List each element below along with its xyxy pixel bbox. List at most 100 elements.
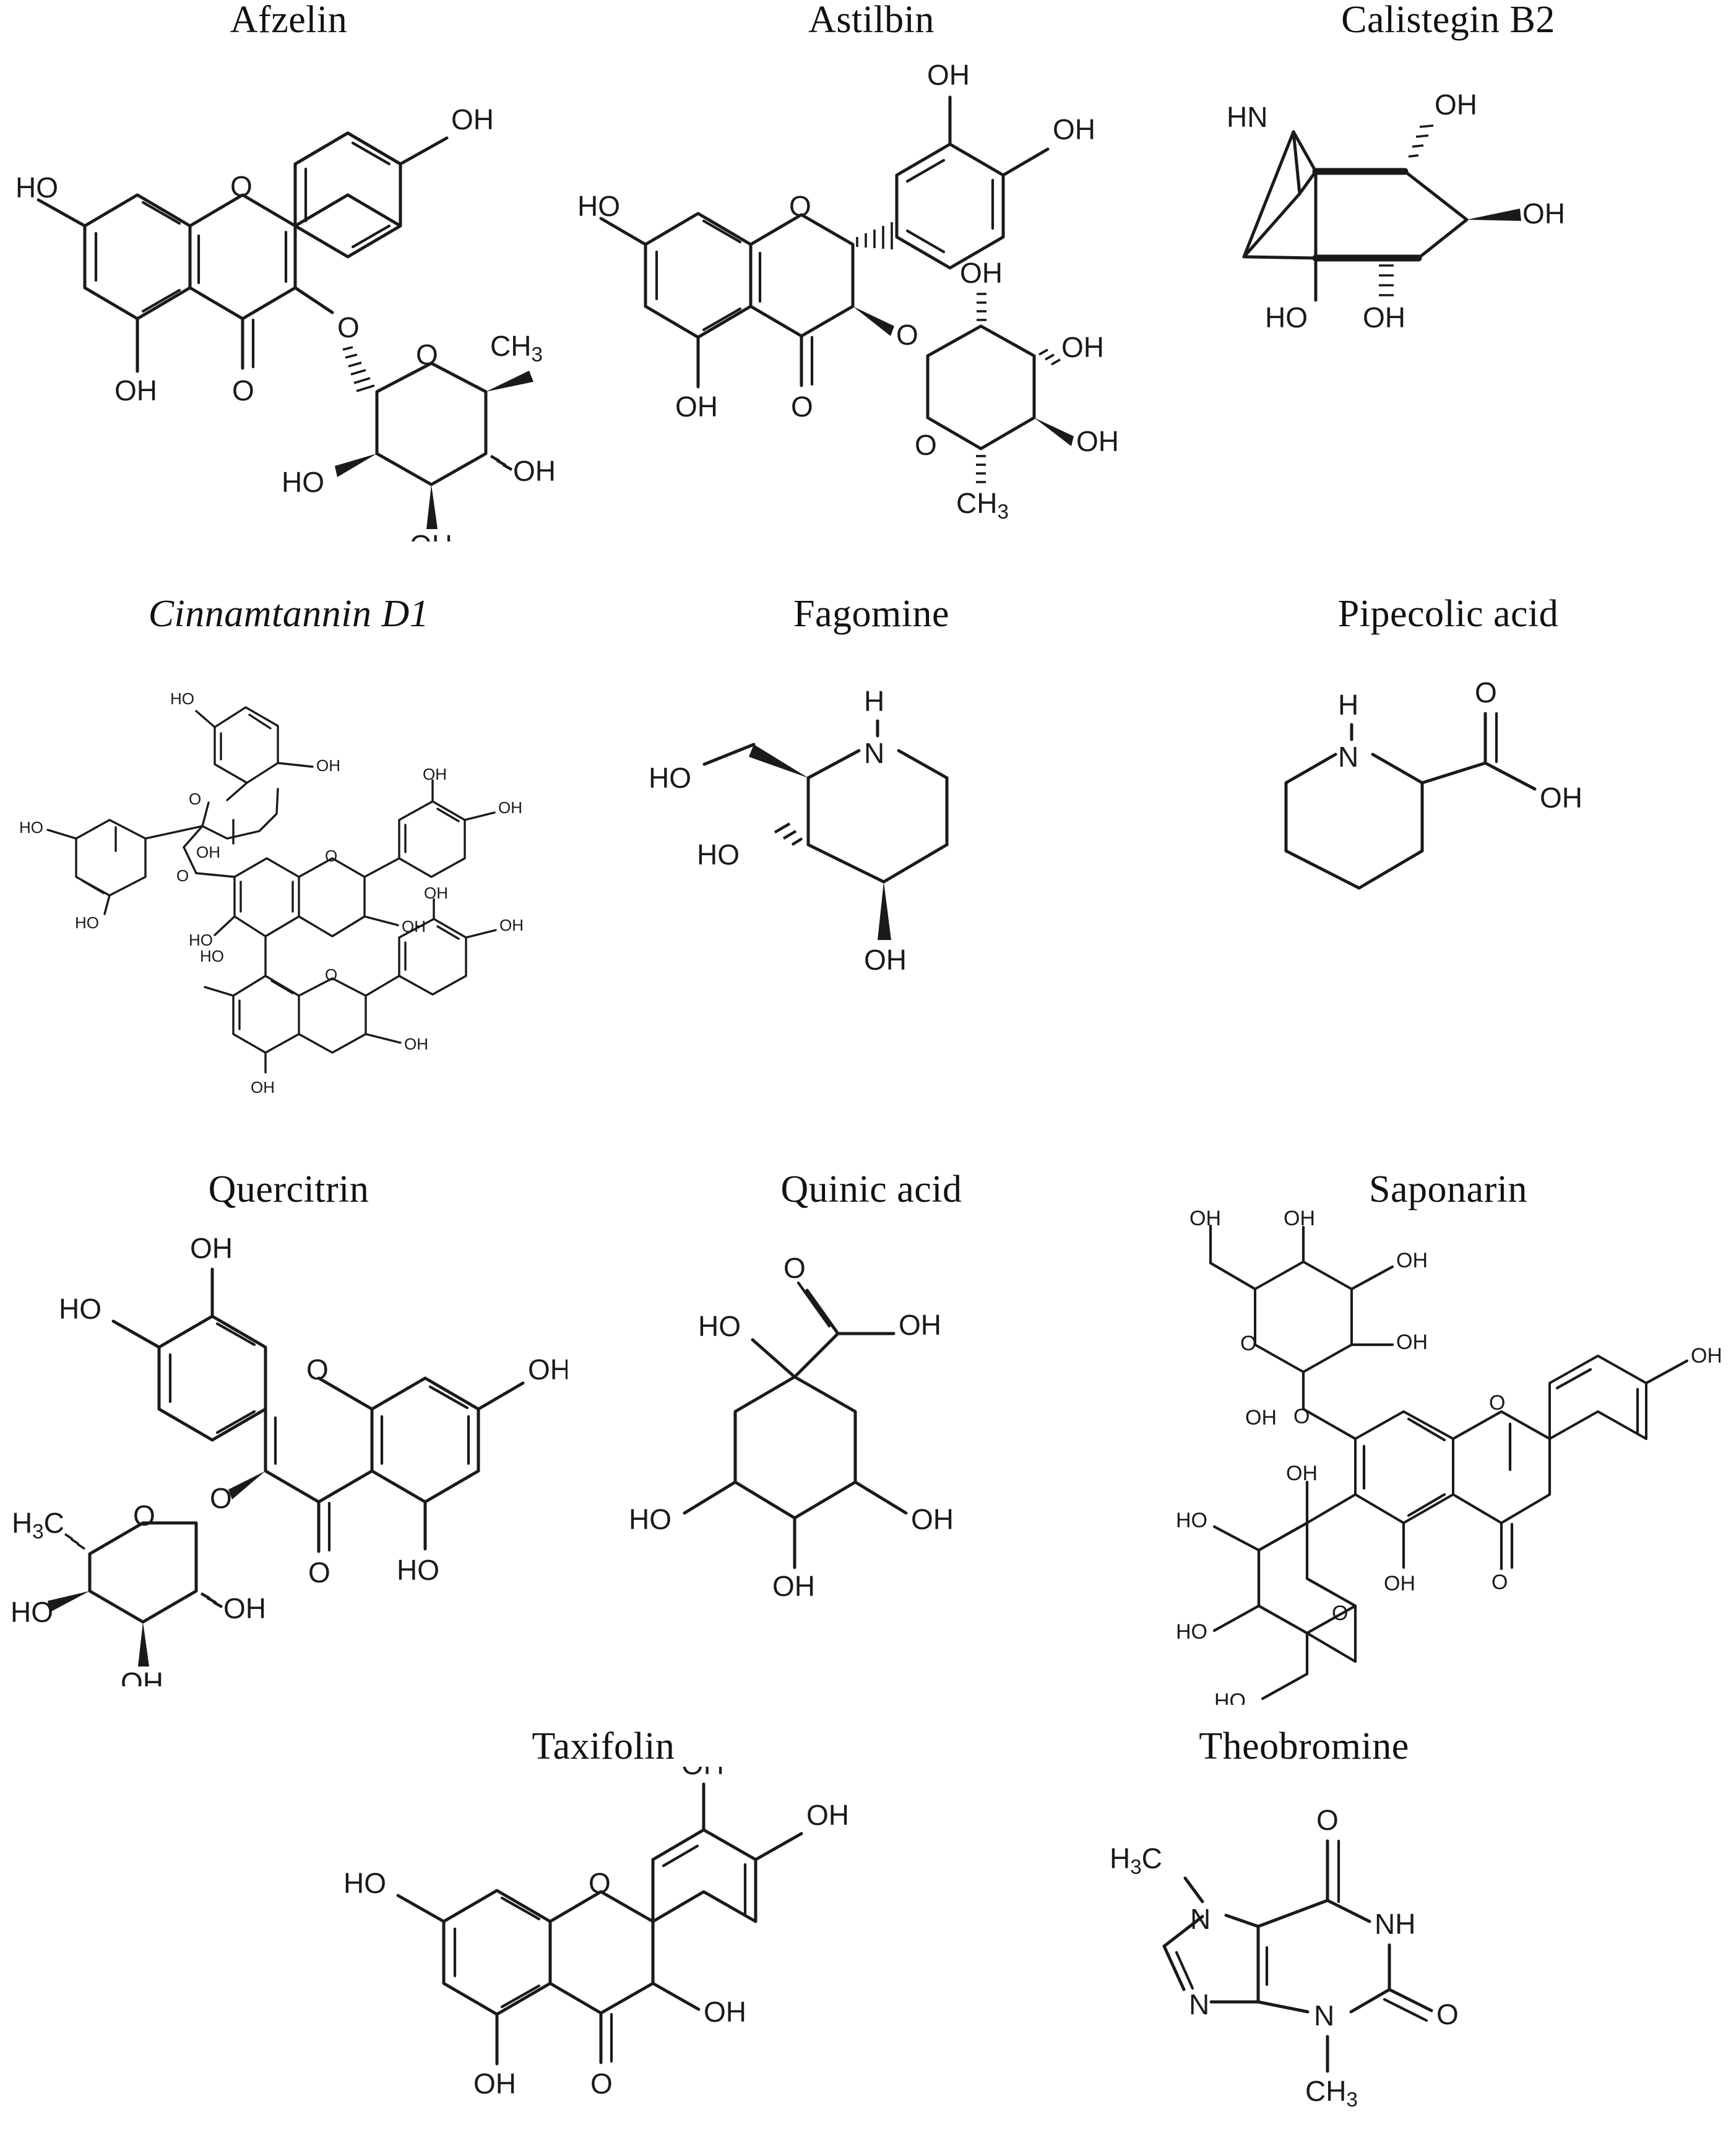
label-glycosidic-o: O (1293, 1405, 1310, 1428)
label-oh: OH (960, 257, 1003, 289)
label-ring-oxygen: O (1489, 1391, 1505, 1415)
label-oh: OH (806, 1799, 849, 1831)
compound-title-astilbin: Astilbin (808, 0, 935, 41)
compound-title-cinnamtannin-d1: Cinnamtannin D1 (148, 593, 430, 635)
label-oh: OH (423, 765, 447, 783)
label-oh: OH (402, 917, 426, 936)
label-ho: HO (200, 947, 224, 965)
label-oh: OH (1245, 1406, 1277, 1429)
label-sugar-ring-oxygen: O (416, 338, 438, 371)
label-nh: NH (1375, 1908, 1415, 1940)
label-carbonyl-o: O (1491, 1571, 1508, 1594)
compound-cell-theobromine: Theobromine N N H3C O NH O (1021, 1726, 1587, 2150)
compound-cell-fagomine: Fagomine N H HO HO (577, 593, 1165, 1030)
label-carbonyl-o: O (232, 374, 254, 407)
label-ch3: CH3 (956, 487, 1009, 524)
label-o: O (176, 866, 189, 885)
compound-title-quercitrin: Quercitrin (208, 1168, 369, 1210)
label-oh: OH (1363, 301, 1405, 334)
label-h: H (864, 685, 884, 717)
compound-cell-cinnamtannin-d1: Cinnamtannin D1 (0, 593, 577, 1105)
label-carbonyl-o: O (1436, 1998, 1459, 2030)
label-h3c: H3C (1110, 1842, 1162, 1879)
label-oh: OH (251, 1078, 275, 1097)
label-oh: OH (704, 1996, 746, 2028)
label-oh: OH (911, 1503, 954, 1535)
label-h: H (1338, 689, 1358, 721)
label-oh: OH (1522, 197, 1565, 230)
label-ho: HO (1176, 1509, 1207, 1532)
label-ho: HO (1214, 1689, 1246, 1705)
label-oh: OH (316, 756, 340, 775)
compound-cell-taxifolin: Taxifolin HO OH O O OH OH (309, 1725, 897, 2138)
label-o: O (783, 1252, 806, 1284)
compound-cell-afzelin: Afzelin HO OH O O (0, 0, 577, 541)
compound-title-quinic-acid: Quinic acid (780, 1168, 962, 1210)
structure-quercitrin: OH HO O O OH HO O O (11, 1232, 568, 1686)
structure-quinic-acid: O OH HO HO OH OH (629, 1252, 954, 1602)
label-ring-oxygen: O (306, 1353, 329, 1386)
label-oh: OH (1435, 88, 1477, 121)
label-oh: OH (528, 1353, 568, 1386)
label-oh: OH (899, 1309, 941, 1341)
label-ho: HO (282, 466, 324, 498)
label-oh: OH (864, 944, 907, 976)
label-carbonyl-o: O (791, 390, 813, 423)
label-oh: OH (190, 1232, 233, 1264)
label-sugar-ring-oxygen: O (1332, 1602, 1348, 1625)
label-oh: OH (1384, 1572, 1415, 1595)
label-o: O (325, 965, 337, 984)
label-oh: OH (1076, 425, 1119, 457)
label-n: N (1314, 1999, 1334, 2032)
label-ring-oxygen: O (789, 190, 811, 222)
label-glycosidic-o: O (337, 311, 360, 343)
label-ho: HO (577, 190, 620, 222)
label-ho: HO (19, 818, 43, 837)
label-oh: OH (681, 1767, 724, 1780)
label-sugar-ring-oxygen: O (915, 429, 937, 461)
label-oh: OH (1286, 1462, 1318, 1485)
label-oh: OH (1540, 782, 1582, 814)
label-oh: OH (1284, 1210, 1315, 1230)
label-oh: OH (424, 884, 448, 902)
label-ho: HO (170, 689, 194, 708)
label-ho: HO (629, 1503, 671, 1535)
label-oh: OH (1396, 1249, 1428, 1272)
label-oh: OH (473, 2068, 516, 2100)
label-n: N (1338, 741, 1358, 773)
label-o: O (189, 790, 201, 808)
compound-title-calistegin-b2: Calistegin B2 (1341, 0, 1555, 41)
label-ho: HO (649, 762, 691, 794)
label-ho: HO (11, 1596, 53, 1628)
label-oh: OH (121, 1667, 163, 1686)
label-ho: HO (397, 1554, 439, 1586)
label-ho: HO (343, 1867, 386, 1899)
label-oh: OH (1691, 1344, 1720, 1368)
label-oh: OH (1053, 113, 1095, 145)
label-n: N (864, 737, 884, 769)
label-oh: OH (772, 1570, 815, 1602)
structure-taxifolin: HO OH O O OH OH OH (343, 1767, 849, 2100)
compound-cell-saponarin: Saponarin (1165, 1168, 1731, 1705)
structure-theobromine: N N H3C O NH O N CH3 (1110, 1804, 1459, 2111)
label-oh: OH (451, 103, 494, 136)
label-glycosidic-o: O (896, 319, 918, 351)
compound-title-afzelin: Afzelin (230, 0, 348, 41)
compound-title-taxifolin: Taxifolin (532, 1725, 675, 1767)
compound-title-fagomine: Fagomine (793, 593, 949, 635)
label-ring-oxygen: O (230, 170, 253, 202)
compound-cell-astilbin: Astilbin HO OH O O (577, 0, 1165, 560)
structure-cinnamtannin-d1: HO OH O OH O HO HO O OH OH OH HO HO O OH… (19, 689, 524, 1097)
label-hn: HN (1227, 101, 1267, 133)
compound-title-saponarin: Saponarin (1369, 1168, 1527, 1210)
label-ch3: CH3 (1305, 2075, 1358, 2111)
label-carbonyl-o: O (1316, 1804, 1339, 1836)
compound-cell-pipecolic-acid: Pipecolic acid N H O OH (1165, 593, 1731, 1030)
label-ring-oxygen: O (589, 1867, 611, 1899)
label-n: N (1189, 1988, 1209, 2020)
label-ho: HO (75, 913, 99, 932)
label-n: N (1190, 1903, 1211, 1935)
label-ho: HO (59, 1293, 101, 1325)
label-oh: OH (1189, 1210, 1221, 1230)
